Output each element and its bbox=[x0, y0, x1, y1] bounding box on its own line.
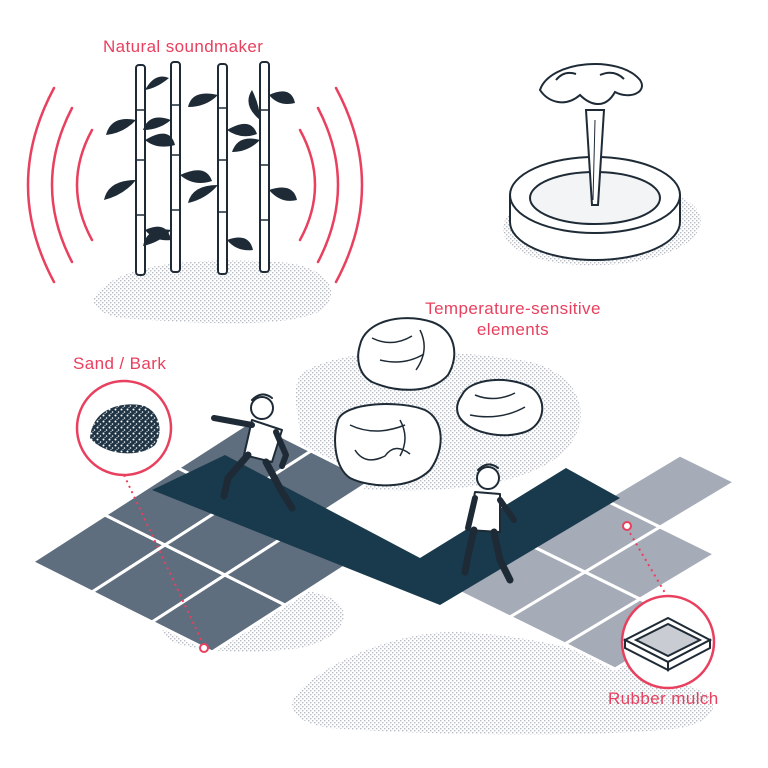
child-jumping bbox=[211, 393, 296, 512]
fountain-icon bbox=[509, 63, 681, 261]
child-figure-icon bbox=[211, 393, 517, 584]
sound-wave-right-2 bbox=[316, 106, 340, 264]
sound-wave-right-1 bbox=[298, 128, 317, 242]
label-natural-soundmaker: Natural soundmaker bbox=[103, 37, 264, 56]
sound-waves bbox=[26, 86, 364, 284]
ground-patch-bamboo bbox=[93, 260, 332, 324]
rock-icon bbox=[334, 317, 544, 487]
label-rubber-mulch: Rubber mulch bbox=[608, 689, 719, 708]
rock-top bbox=[357, 317, 456, 391]
label-temperature-sensitive: Temperature-sensitive elements bbox=[418, 298, 608, 340]
sound-wave-left-3 bbox=[26, 86, 56, 284]
sand-bark-sample-icon bbox=[90, 404, 160, 454]
rubber-mulch-tile-icon bbox=[622, 616, 713, 672]
rubber-mulch-inset bbox=[620, 521, 716, 690]
child-walking bbox=[461, 463, 517, 584]
sound-wave-right-3 bbox=[334, 86, 364, 284]
rock-right bbox=[456, 378, 544, 437]
bamboo-icon bbox=[104, 61, 297, 276]
ground-patch-bottom-center bbox=[292, 631, 714, 735]
sand-bark-inset bbox=[75, 379, 209, 653]
label-temperature-line2: elements bbox=[476, 320, 550, 339]
rock-bottom bbox=[334, 403, 442, 487]
label-sand-bark: Sand / Bark bbox=[73, 354, 167, 373]
sound-wave-left-2 bbox=[50, 106, 74, 264]
sound-wave-left-1 bbox=[75, 128, 94, 242]
label-temperature-line1: Temperature-sensitive bbox=[425, 299, 601, 318]
